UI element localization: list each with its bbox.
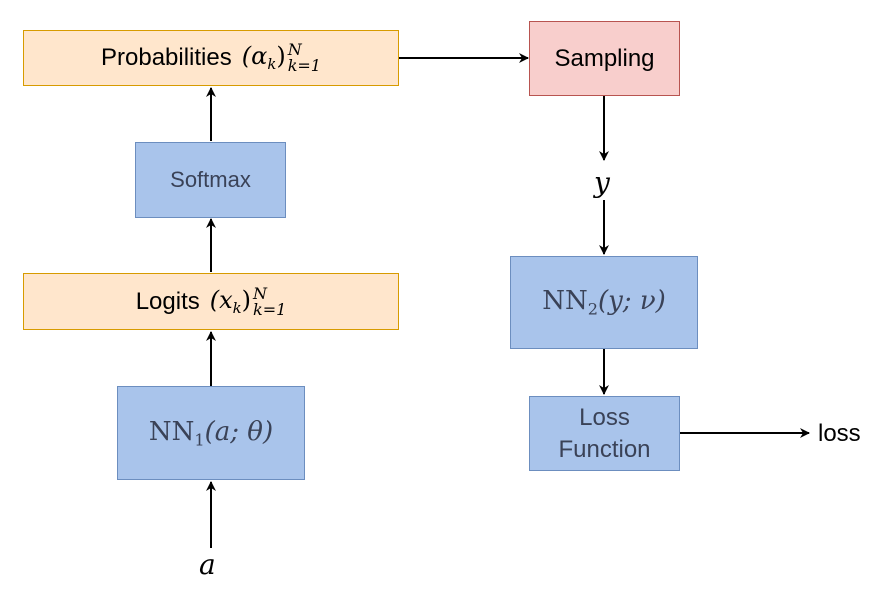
softmax-node: Softmax	[135, 142, 286, 218]
logits-math: (xk)	[209, 285, 252, 318]
sampling-node: Sampling	[529, 21, 680, 96]
probabilities-range: N k=1	[287, 40, 321, 75]
nn1-node: NN1(a; θ)	[117, 386, 305, 480]
loss-function-line2: Function	[558, 435, 651, 463]
softmax-label: Softmax	[170, 167, 251, 192]
nn2-label: NN2(y; ν)	[542, 286, 666, 319]
probabilities-label: Probabilities	[101, 44, 232, 71]
probabilities-math: (αk)	[241, 42, 286, 74]
logits-node: Logits (xk) N k=1	[23, 273, 399, 330]
nn2-node: NN2(y; ν)	[510, 256, 698, 349]
input-a-label: a	[199, 548, 216, 581]
y-label: y	[594, 166, 610, 199]
nn1-label: NN1(a; θ)	[148, 416, 274, 450]
loss-function-node: Loss Function	[529, 396, 680, 471]
logits-range: N k=1	[253, 283, 287, 319]
probabilities-node: Probabilities (αk) N k=1	[23, 30, 399, 86]
sampling-label: Sampling	[554, 44, 655, 72]
loss-function-line1: Loss	[579, 403, 630, 431]
logits-label: Logits	[135, 287, 200, 315]
loss-label: loss	[818, 420, 861, 447]
